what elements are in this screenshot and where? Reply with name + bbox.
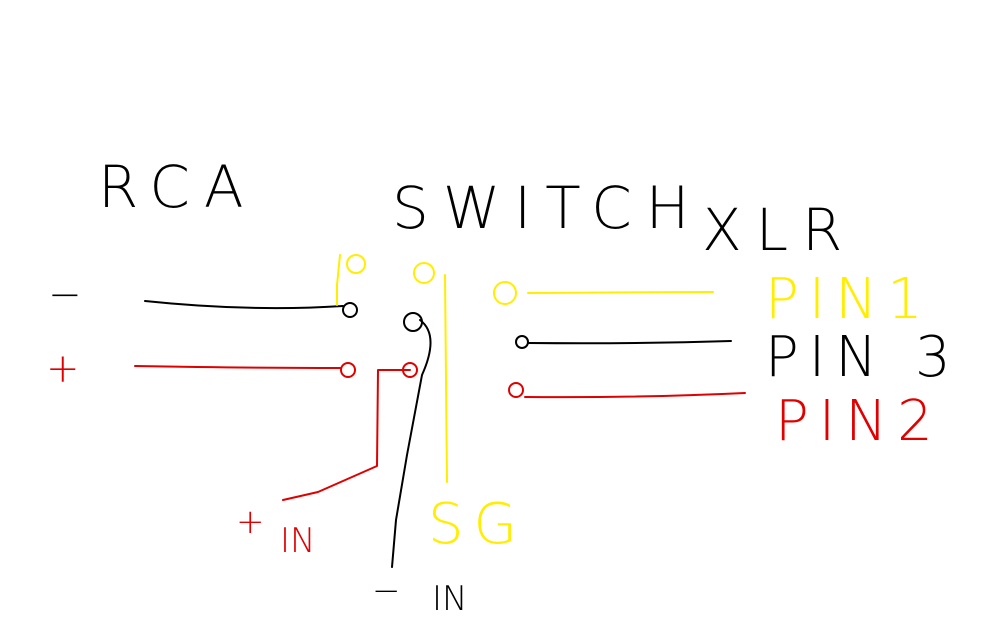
pin1-label: PIN1: [765, 267, 933, 332]
plus-in-label: IN: [280, 521, 315, 561]
ground-link-left: [336, 254, 341, 306]
pin2-wire: [524, 392, 746, 399]
pin3-label: PIN 3: [765, 325, 961, 390]
switch-lug-ground-right: [493, 281, 517, 305]
switch-lug-ground-mid: [413, 262, 435, 284]
pin2-label: PIN2: [775, 389, 943, 454]
minus-in-label: IN: [432, 579, 467, 619]
switch-lug-plus-right: [508, 382, 524, 398]
rca-plus-label: +: [46, 346, 82, 392]
ground-label: SG: [428, 492, 527, 557]
plus-in-sign: +: [236, 502, 265, 542]
minus-in-sign: −: [372, 571, 401, 611]
switch-heading: SWITCH: [392, 174, 703, 242]
rca-minus-label: −: [48, 272, 84, 318]
plus-in-wire: [282, 369, 411, 501]
switch-lug-plus-left: [340, 362, 356, 378]
rca-plus-wire: [134, 365, 341, 369]
rca-minus-wire: [144, 300, 344, 310]
xlr-heading: XLR: [702, 196, 856, 264]
switch-lug-minus-mid: [403, 312, 423, 332]
switch-lug-minus-right: [515, 335, 529, 349]
pin3-wire: [527, 340, 732, 345]
switch-lug-ground-left: [346, 254, 366, 274]
minus-in-wire: [391, 319, 432, 568]
switch-lug-minus-left: [342, 302, 358, 318]
rca-heading: RCA: [98, 153, 258, 221]
ground-wire: [444, 274, 448, 483]
pin1-wire: [527, 291, 714, 294]
